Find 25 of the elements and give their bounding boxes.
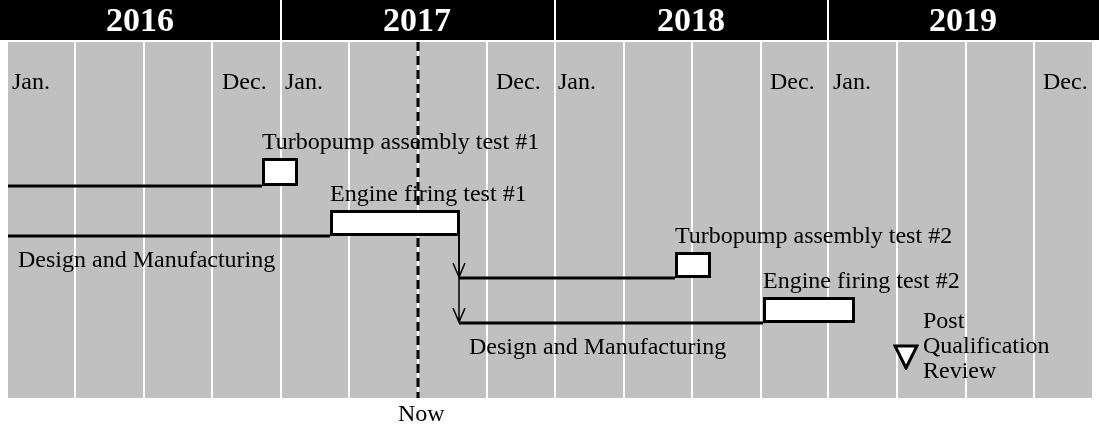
- edge-label: Design and Manufacturing: [18, 246, 276, 272]
- now-label: Now: [398, 400, 445, 425]
- arrow: [452, 235, 466, 324]
- month-label: Dec.: [770, 68, 815, 94]
- year-label: 2016: [106, 2, 174, 38]
- timeline-line: [8, 184, 262, 188]
- task-label: Turbopump assembly test #2: [675, 222, 953, 248]
- month-label: Dec.: [496, 68, 541, 94]
- month-label: Jan.: [833, 68, 871, 94]
- task-label: Engine firing test #2: [763, 267, 960, 293]
- task-label: Turbopump assembly test #1: [262, 128, 540, 154]
- year-label: 2017: [383, 2, 451, 38]
- year-label: 2019: [929, 2, 997, 38]
- month-label: Dec.: [1043, 68, 1088, 94]
- timeline-line: [459, 321, 763, 325]
- year-label: 2018: [657, 2, 725, 38]
- edge-label: Design and Manufacturing: [469, 333, 727, 359]
- month-label: Jan.: [285, 68, 323, 94]
- timeline-line: [459, 276, 675, 280]
- month-label: Jan.: [12, 68, 50, 94]
- timeline-line: [8, 234, 330, 238]
- milestone-label: Post Qualification Review: [923, 308, 1051, 383]
- month-label: Jan.: [558, 68, 596, 94]
- task-label: Engine firing test #1: [330, 180, 527, 206]
- month-label: Dec.: [222, 68, 267, 94]
